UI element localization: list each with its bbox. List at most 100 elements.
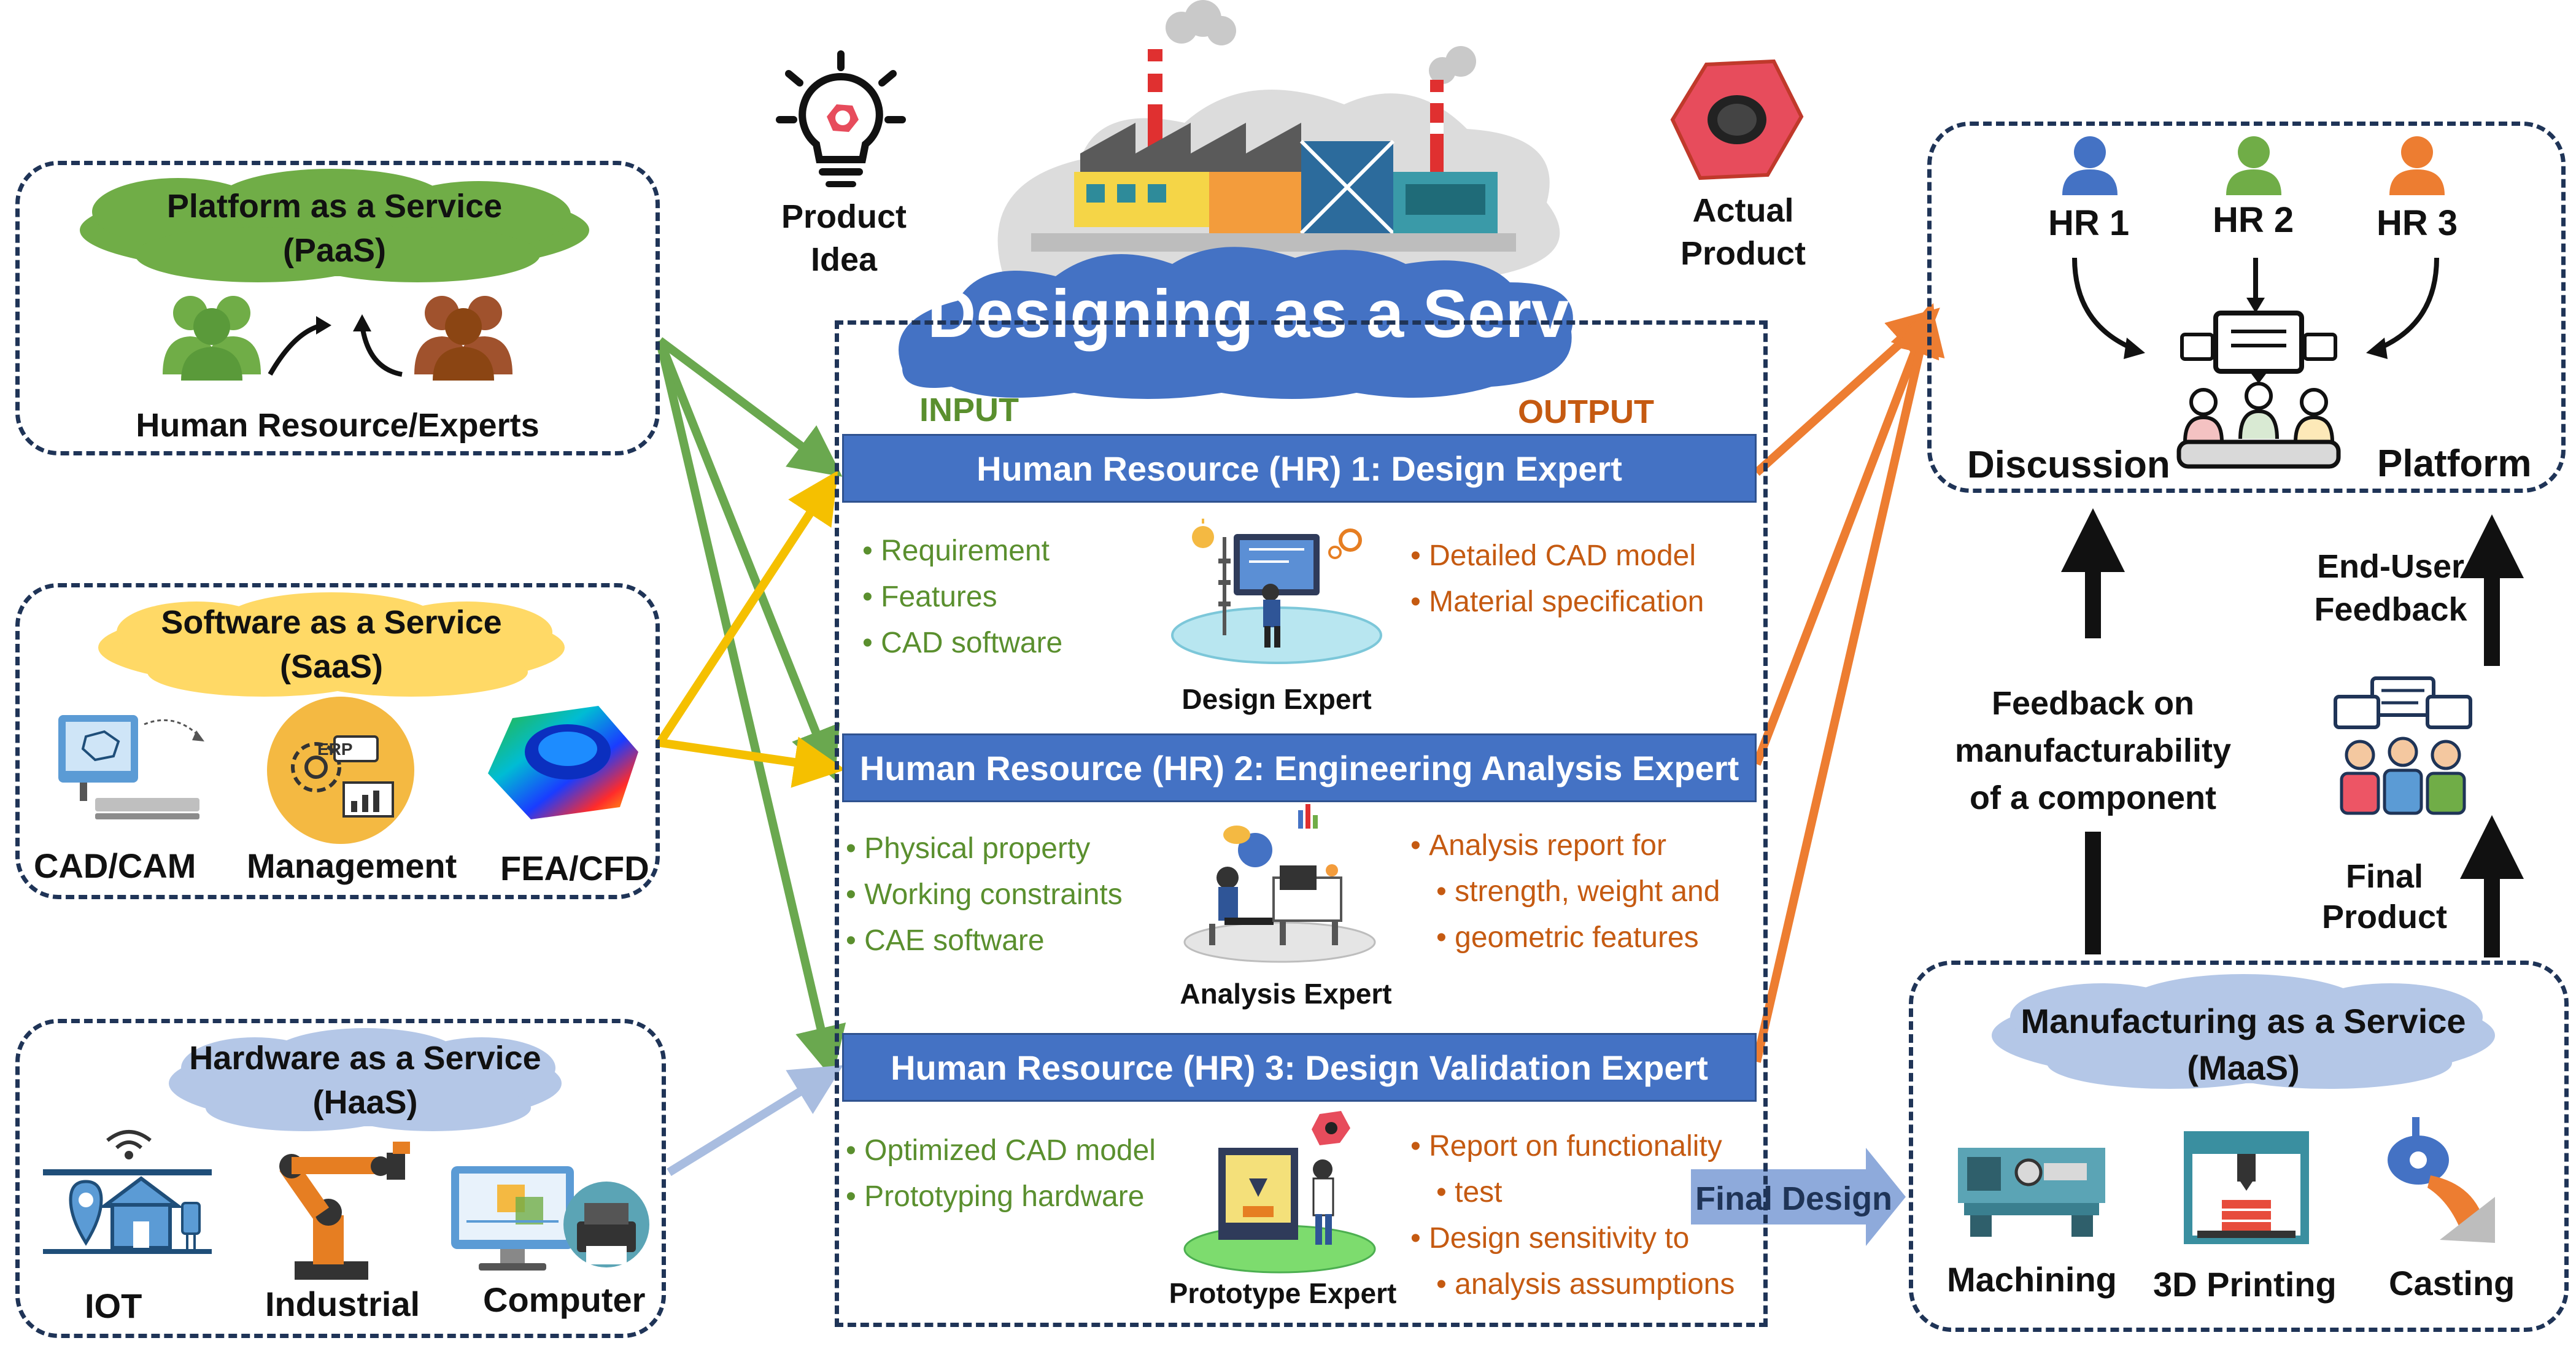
smoke-icon	[1166, 0, 1476, 84]
daas-box	[835, 320, 1768, 1327]
feedback-line1: Feedback on	[1991, 685, 2195, 722]
discussion-arrows-icon	[2072, 257, 2439, 359]
curved-arrows-icon	[268, 314, 403, 377]
input-label: INPUT	[919, 392, 1019, 428]
hr3-output-cont: analysis assumptions	[1410, 1261, 1735, 1307]
hex-nut-icon	[1670, 59, 1804, 180]
haas-title: Hardware as a Service (HaaS)	[163, 1036, 568, 1124]
hr2-outputs: Analysis report for strength, weight and…	[1410, 822, 1720, 961]
maas-title-line1: Manufacturing as a Service	[2021, 1002, 2466, 1040]
3d-printing-icon	[2184, 1131, 2309, 1244]
saas-title: Software as a Service (SaaS)	[92, 600, 571, 689]
arrow-hr2-platform	[1752, 303, 1940, 766]
arrow-paas-hr3	[656, 339, 846, 1079]
paas-caption: Human Resource/Experts	[136, 407, 540, 444]
maas-item-casting: Casting	[2389, 1264, 2515, 1302]
hr2-inputs: Physical property Working constraints CA…	[846, 826, 1123, 964]
hr3-expert-label: Prototype Expert	[1169, 1277, 1397, 1309]
hr3-output-cont: test	[1410, 1169, 1735, 1215]
output-label: OUTPUT	[1518, 393, 1654, 430]
final-product-line2: Product	[2321, 899, 2447, 935]
saas-cloud	[98, 592, 565, 697]
haas-item-industrial: Industrial	[265, 1285, 420, 1323]
saas-title-line2: (SaaS)	[279, 648, 384, 685]
final-design-label: Final Design	[1695, 1180, 1893, 1217]
hr2-input-item: CAE software	[846, 918, 1123, 964]
paas-title-line1: Platform as a Service	[166, 188, 503, 225]
product-idea-line1: Product	[781, 198, 907, 235]
hr1-input-item: Requirement	[862, 528, 1062, 574]
hr2-output-item: Analysis report for	[1410, 822, 1720, 868]
users-feedback-icon	[2334, 676, 2472, 815]
hr3-label: HR 3	[2377, 203, 2458, 243]
actual-product-label: Actual Product	[1657, 189, 1829, 275]
hr1-bar: Human Resource (HR) 1: Design Expert	[842, 434, 1757, 503]
haas-item-iot: IOT	[85, 1286, 142, 1325]
hr3-bar: Human Resource (HR) 3: Design Validation…	[842, 1033, 1757, 1102]
main-title: Designing as a Service	[927, 276, 1663, 352]
hr2-output-cont: geometric features	[1410, 915, 1720, 961]
hr3-output-item: Report on functionality	[1410, 1123, 1735, 1169]
haas-cloud	[169, 1028, 562, 1131]
hr3-output-item: Design sensitivity to	[1410, 1215, 1735, 1261]
saas-box	[15, 583, 660, 899]
hr1-inputs: Requirement Features CAD software	[862, 528, 1062, 666]
people-group-green-icon	[163, 296, 261, 381]
hr2-bar: Human Resource (HR) 2: Engineering Analy…	[842, 733, 1757, 802]
actual-product-line2: Product	[1680, 235, 1806, 272]
end-user-line1: End-User	[2316, 548, 2465, 585]
paas-title-line2: (PaaS)	[282, 232, 387, 269]
feedback-line2: manufacturability	[1954, 732, 2232, 769]
end-user-feedback-label: End-User Feedback	[2292, 545, 2489, 631]
hr1-output-item: Detailed CAD model	[1410, 533, 1704, 579]
final-product-label: Final Product	[2308, 856, 2461, 937]
hr2-person-icon	[2226, 136, 2281, 195]
final-product-line1: Final	[2345, 858, 2423, 895]
paas-box	[15, 161, 660, 455]
arrow-haas-hr3	[667, 1065, 843, 1176]
hr3-inputs: Optimized CAD model Prototyping hardware	[846, 1128, 1156, 1220]
paas-cloud	[80, 169, 589, 282]
industrial-robot-arm-icon	[279, 1142, 410, 1280]
feedback-manufacturability-label: Feedback on manufacturability of a compo…	[1933, 680, 2253, 822]
haas-title-line2: (HaaS)	[312, 1084, 418, 1121]
discussion-platform-box	[1927, 122, 2566, 493]
hr2-input-item: Working constraints	[846, 872, 1123, 918]
hr1-label: HR 1	[2048, 203, 2130, 243]
design-expert-icon	[1171, 519, 1382, 664]
erp-label: ERP	[317, 740, 353, 759]
hr3-input-item: Prototyping hardware	[846, 1174, 1156, 1220]
feedback-line3: of a component	[1970, 780, 2216, 816]
haas-item-computer: Computer	[483, 1280, 646, 1319]
hr2-label: HR 2	[2213, 200, 2294, 240]
arrow-hr3-platform	[1752, 302, 1945, 1063]
saas-item-cad-cam: CAD/CAM	[34, 846, 196, 885]
saas-item-management: Management	[247, 846, 457, 885]
meeting-discussion-icon	[2176, 311, 2341, 469]
analysis-expert-icon	[1183, 804, 1376, 963]
hr1-output-item: Material specification	[1410, 579, 1704, 625]
hr1-input-item: CAD software	[862, 620, 1062, 666]
product-idea-line2: Idea	[810, 241, 878, 278]
hr3-person-icon	[2389, 136, 2445, 195]
people-group-brown-icon	[414, 296, 512, 381]
maas-item-machining: Machining	[1947, 1260, 2117, 1299]
saas-title-line1: Software as a Service	[161, 604, 502, 641]
hr1-expert-label: Design Expert	[1182, 683, 1372, 715]
cad-computer-icon	[58, 715, 204, 819]
maas-title-line2: (MaaS)	[2187, 1048, 2300, 1087]
lightbulb-icon	[776, 50, 906, 187]
hr2-expert-label: Analysis Expert	[1180, 978, 1392, 1010]
maas-item-3d-printing: 3D Printing	[2153, 1265, 2337, 1304]
platform-label: Platform	[2377, 443, 2532, 485]
hr1-person-icon	[2062, 136, 2118, 195]
maas-cloud	[1992, 974, 2495, 1089]
hr2-input-item: Physical property	[846, 826, 1123, 872]
prototype-expert-icon	[1183, 1111, 1376, 1274]
machining-lathe-icon	[1958, 1148, 2105, 1237]
maas-box	[1909, 961, 2569, 1332]
hr3-input-item: Optimized CAD model	[846, 1128, 1156, 1174]
actual-product-line1: Actual	[1692, 192, 1794, 229]
final-design-arrow	[1691, 1148, 1906, 1246]
